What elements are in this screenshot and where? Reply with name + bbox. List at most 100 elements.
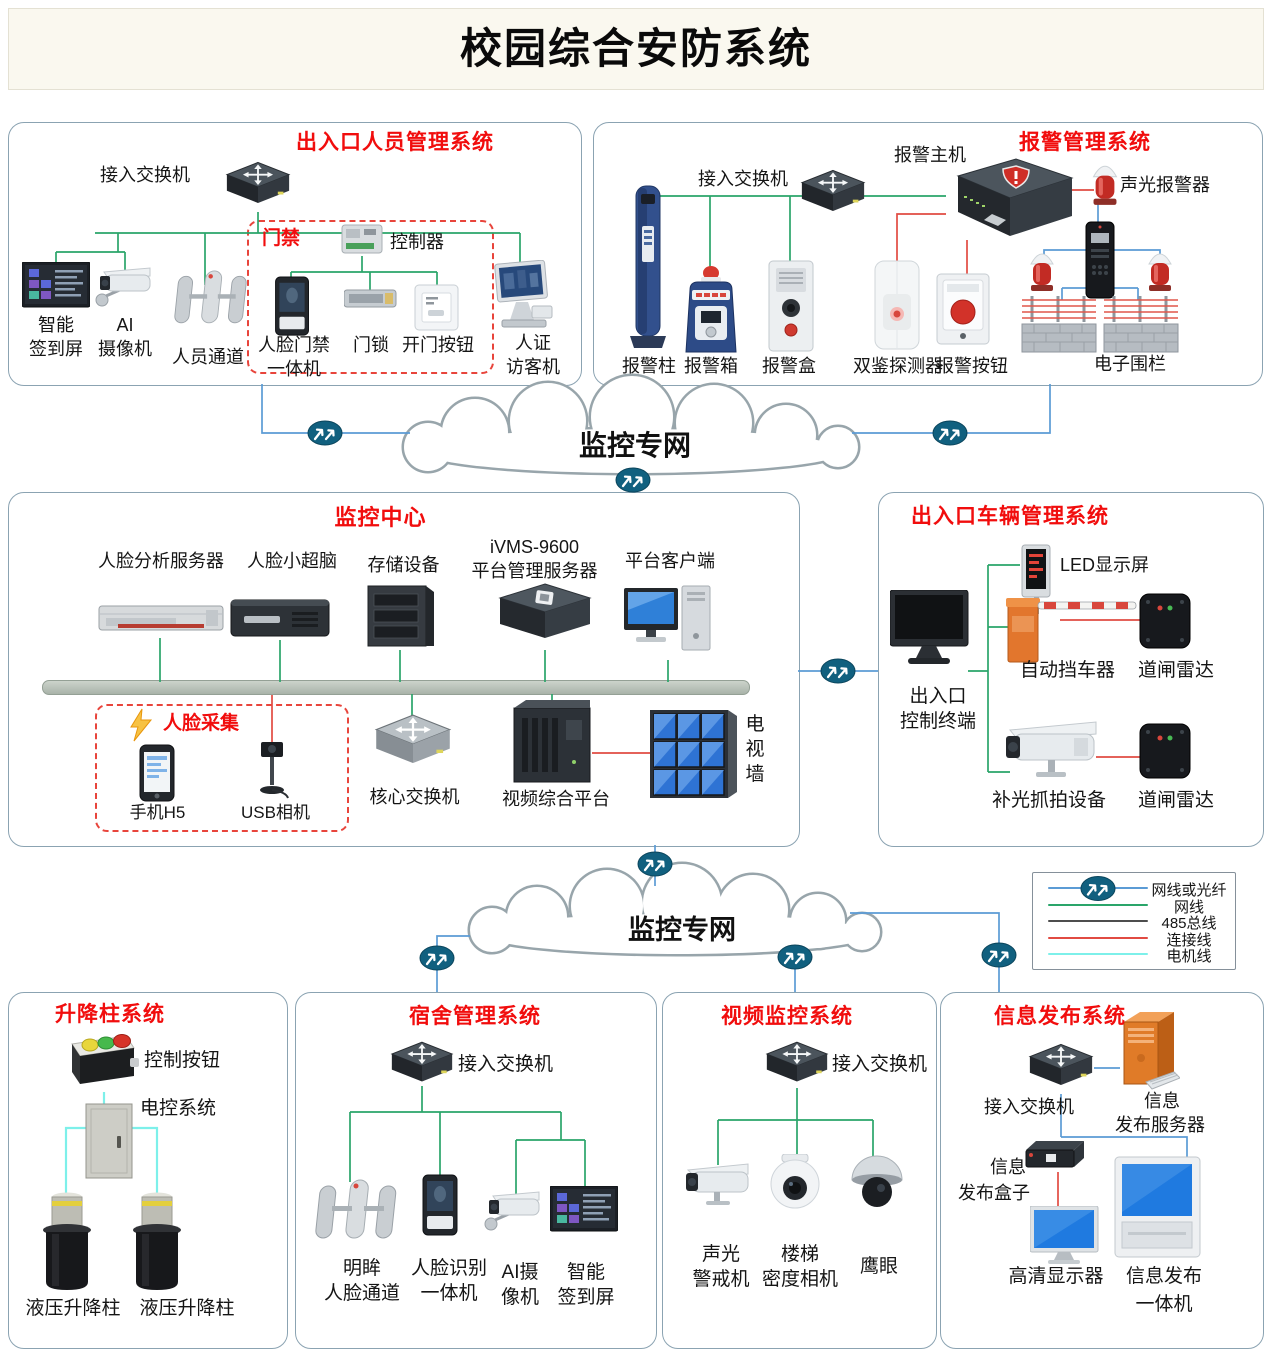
entrance-switch-label: 接入交换机	[100, 165, 190, 185]
tv-wall-label: 电视墙	[745, 714, 765, 786]
signin-screen-icon	[21, 261, 91, 313]
legend-line-motor	[1048, 953, 1148, 956]
kiosk-label: 一体机	[1135, 1294, 1193, 1315]
phone-icon	[138, 744, 176, 807]
phone-label: 手机H5	[129, 803, 186, 822]
capture-camera-label: 补光抓拍设备	[991, 790, 1106, 811]
radar-label: 道闸雷达	[1137, 790, 1214, 811]
exit-button-icon	[414, 284, 460, 337]
lightning-icon	[128, 708, 154, 747]
video-platform-label: 视频综合平台	[502, 789, 610, 809]
video-switch-label: 接入交换机	[832, 1054, 928, 1075]
fence-keypad-icon	[1085, 221, 1115, 304]
device-label: 人脸门禁一体机	[258, 335, 330, 379]
legend-label: 485总线	[1161, 915, 1217, 932]
barrier-label: 自动挡车器	[1019, 660, 1115, 681]
fiber-node-icon	[1080, 876, 1116, 906]
switch-icon	[800, 168, 866, 225]
info-system-box	[940, 992, 1264, 1349]
device-label: 智能签到屏	[29, 315, 83, 359]
electric-cabinet-icon	[84, 1102, 134, 1185]
device-label: 明眸人脸通道	[323, 1258, 400, 1305]
access-group-label: 门禁	[262, 228, 301, 249]
cloud-top-label: 监控专网	[578, 430, 691, 461]
fence-lamp-icon	[1146, 248, 1174, 299]
info-title: 信息发布系统	[994, 1005, 1126, 1028]
electric-fence-icon	[1020, 294, 1098, 359]
info-switch-label: 接入交换机	[984, 1097, 1074, 1117]
device-label: 双鉴探测器	[853, 356, 943, 376]
bollard-label: 液压升降柱	[25, 1298, 121, 1319]
alarm-intercom-icon	[768, 260, 814, 359]
face-access-terminal-icon	[274, 276, 312, 343]
radar-label: 道闸雷达	[1137, 660, 1214, 681]
fence-lamp-icon	[1028, 248, 1056, 299]
rack-server-icon	[98, 596, 224, 641]
tv-wall-icon	[650, 704, 738, 807]
kiosk-label: 信息发布	[1125, 1266, 1202, 1287]
led-label: LED显示屏	[1060, 555, 1150, 575]
access-controller-icon	[338, 221, 386, 265]
info-box-icon	[1022, 1138, 1086, 1177]
core-switch-icon	[374, 712, 452, 779]
bullet-camera-icon	[684, 1158, 756, 1217]
entrance-system-box	[8, 122, 582, 386]
bollard-icon	[42, 1188, 92, 1297]
page-title: 校园综合安防系统	[459, 25, 812, 72]
legend-line-lan	[1048, 904, 1148, 907]
face-capture-label: 人脸采集	[163, 713, 240, 734]
door-lock-icon	[343, 288, 398, 315]
alarm-title: 报警管理系统	[1019, 131, 1151, 154]
device-label: 人脸识别一体机	[410, 1258, 487, 1305]
device-label: 电子围栏	[1094, 354, 1166, 374]
cabinet-label: 电控系统	[140, 1098, 217, 1119]
center-title: 监控中心	[334, 505, 427, 530]
bollard-label: 液压升降柱	[139, 1298, 235, 1319]
dome-camera-icon	[850, 1152, 904, 1215]
usb-camera-label: USB相机	[241, 803, 310, 822]
info-box-label: 信息	[990, 1157, 1026, 1177]
signin-screen-icon	[549, 1185, 619, 1237]
legend-label: 网线	[1173, 899, 1204, 916]
info-kiosk-icon	[1114, 1156, 1202, 1265]
alarm-host-label: 报警主机	[894, 145, 966, 165]
dorm-system-box	[295, 992, 657, 1349]
legend-line-connect	[1048, 937, 1148, 940]
server-label: 人脸小超脑	[247, 551, 337, 571]
device-label: 楼梯密度相机	[761, 1244, 838, 1291]
vehicle-system-box	[878, 492, 1264, 847]
server-label: 人脸分析服务器	[98, 551, 224, 571]
cloud-bottom-label: 监控专网	[628, 915, 736, 945]
capture-camera-icon	[1004, 720, 1104, 791]
ai-camera-icon	[478, 1190, 548, 1239]
face-capture-group	[95, 704, 349, 832]
switch-icon	[1028, 1042, 1094, 1099]
control-terminal-icon	[889, 589, 970, 677]
radar-icon	[1138, 592, 1192, 655]
usb-camera-icon	[252, 740, 292, 807]
lan-lines	[55, 195, 1020, 1196]
device-label: 开门按钮	[402, 335, 474, 355]
controller-label: 控制器	[390, 232, 444, 252]
device-label: 智能签到屏	[557, 1262, 615, 1309]
siren-icon	[1090, 160, 1120, 213]
switch-icon	[225, 160, 291, 217]
electric-fence-icon	[1102, 294, 1180, 359]
hd-monitor-icon	[1029, 1205, 1100, 1271]
video-title: 视频监控系统	[721, 1005, 853, 1028]
title-bar: 校园综合安防系统	[8, 8, 1264, 90]
info-box-label: 发布盒子	[958, 1183, 1030, 1203]
legend-label: 连接线	[1166, 932, 1212, 949]
access-control-group	[247, 220, 494, 374]
signal-lines	[271, 189, 1140, 1210]
device-label: 门锁	[353, 335, 389, 355]
device-label: 报警盒	[762, 356, 816, 376]
barrier-gate-icon	[1006, 586, 1138, 671]
server-label: 平台客户端	[625, 551, 715, 571]
bollard-icon	[132, 1188, 182, 1297]
switch-icon	[765, 1040, 829, 1095]
